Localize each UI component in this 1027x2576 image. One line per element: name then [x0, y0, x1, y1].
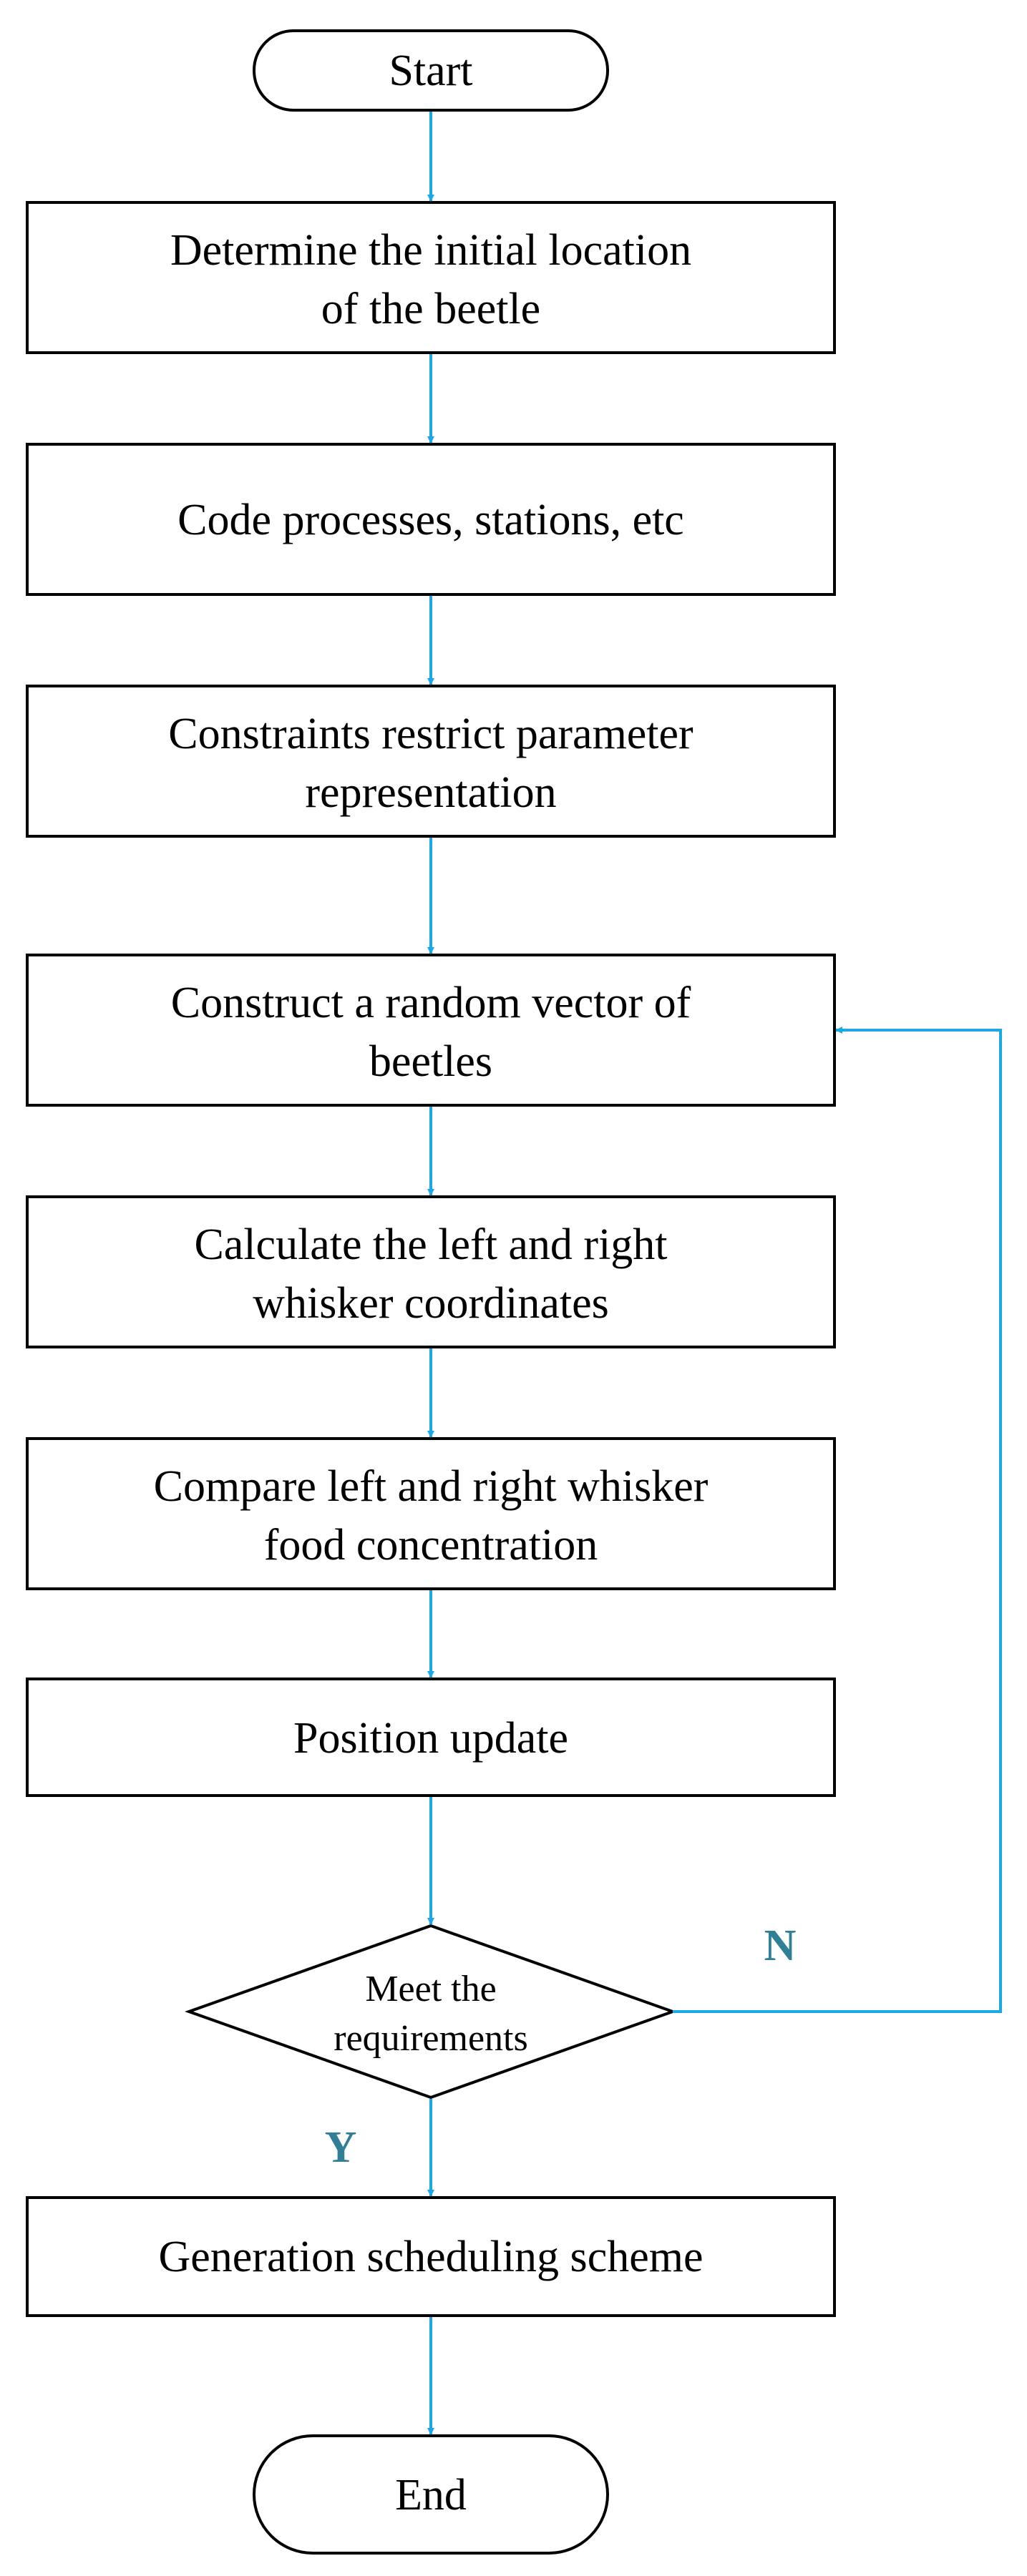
step-4-line-2: beetles: [369, 1037, 492, 1086]
branch-label-no: N: [764, 1921, 797, 1970]
step-8-line-1: Generation scheduling scheme: [159, 2233, 704, 2281]
branch-label-yes: Y: [325, 2123, 357, 2172]
step-4-box: [26, 954, 836, 1107]
step-construct-random-vector: Construct a random vector of beetles: [26, 954, 836, 1107]
step-6-line-2: food concentration: [264, 1521, 598, 1569]
end-shape: [253, 2434, 609, 2555]
step-5-line-2: whisker coordinates: [253, 1279, 609, 1328]
step-8-box: [26, 2196, 836, 2317]
decision-diamond: [185, 1924, 677, 2100]
end-label: End: [395, 2471, 467, 2519]
step-1-line-1: Determine the initial location: [170, 226, 691, 275]
step-calculate-whisker-coordinates: Calculate the left and right whisker coo…: [26, 1195, 836, 1348]
step-6-line-1: Compare left and right whisker: [154, 1462, 709, 1511]
step-3-box: [26, 685, 836, 838]
step-compare-food-concentration: Compare left and right whisker food conc…: [26, 1437, 836, 1590]
step-code-processes: Code processes, stations, etc: [26, 443, 836, 596]
step-generation-scheduling-scheme: Generation scheduling scheme: [26, 2196, 836, 2317]
step-7-line-1: Position update: [293, 1714, 568, 1763]
step-7-box: [26, 1678, 836, 1797]
step-5-box: [26, 1195, 836, 1348]
step-3-line-1: Constraints restrict parameter: [168, 710, 693, 758]
step-1-box: [26, 201, 836, 354]
step-2-line-1: Code processes, stations, etc: [177, 496, 684, 544]
step-3-line-2: representation: [305, 768, 556, 817]
step-position-update: Position update: [26, 1678, 836, 1797]
step-2-box: [26, 443, 836, 596]
decision-line-1: Meet the: [365, 1969, 496, 2009]
connectors: [427, 112, 1002, 2435]
start-shape: [253, 29, 609, 112]
start-terminal: Start: [253, 29, 609, 112]
end-terminal: End: [253, 2434, 609, 2555]
arrow-decision-no-loop-back: [673, 1027, 1002, 2013]
start-label: Start: [389, 46, 472, 95]
step-constraints-restrict: Constraints restrict parameter represent…: [26, 685, 836, 838]
step-determine-initial-location: Determine the initial location of the be…: [26, 201, 836, 354]
step-5-line-1: Calculate the left and right: [194, 1220, 667, 1269]
step-4-line-1: Construct a random vector of: [171, 979, 691, 1027]
decision-line-2: requirements: [334, 2018, 527, 2059]
step-6-box: [26, 1437, 836, 1590]
step-1-line-2: of the beetle: [321, 285, 540, 333]
decision-meet-requirements: Meet the requirements: [185, 1924, 677, 2100]
